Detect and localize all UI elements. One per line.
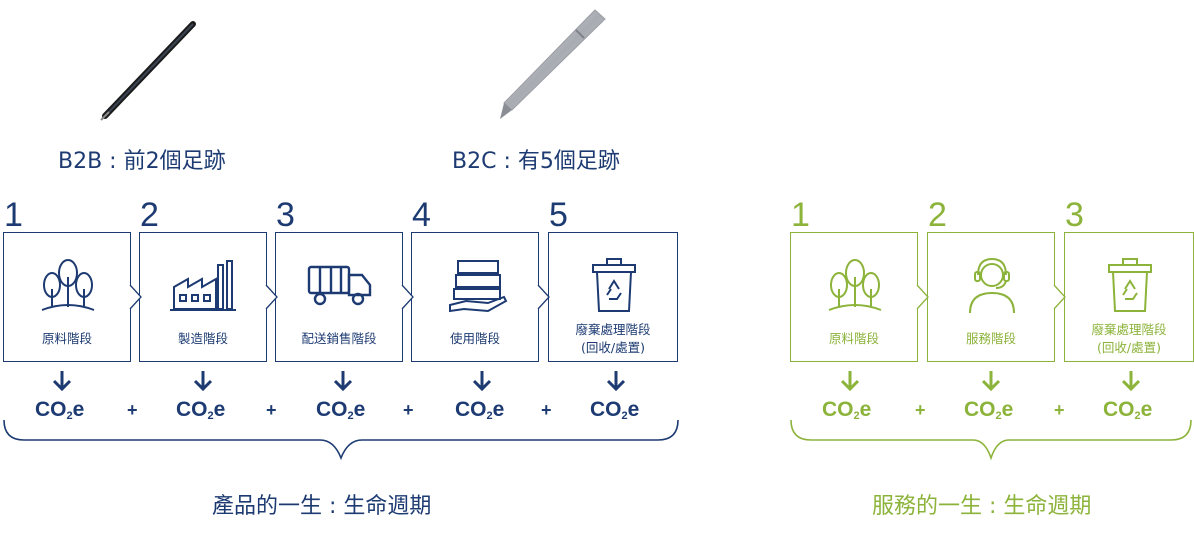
stage-number: 3 (1065, 196, 1084, 234)
down-arrow-icon (606, 371, 626, 392)
chevron-right-icon (916, 284, 929, 310)
stage-number: 2 (928, 196, 947, 234)
stage-label: 廢棄處理階段 (575, 322, 651, 337)
down-arrow-icon (52, 371, 72, 392)
co2e-label: CO2e (316, 398, 366, 422)
co2e-label: CO2e (1103, 398, 1153, 422)
boxes-on-hand-icon (449, 260, 508, 313)
recycle-bin-icon (592, 258, 636, 312)
co2e-label: CO2e (964, 398, 1014, 422)
down-arrow-icon (1121, 371, 1141, 392)
stage-card-raw-material: 原料階段 (3, 232, 131, 362)
chevron-right-icon (401, 284, 414, 310)
stage-label: 使用階段 (449, 331, 500, 346)
plus-sign: + (541, 400, 552, 420)
stage-number: 1 (791, 196, 810, 234)
stage-card-raw-material: 原料階段 (790, 232, 918, 362)
truck-icon (307, 265, 372, 306)
stage-label-sub: (回收/處置) (1097, 340, 1161, 355)
stage-label: 服務階段 (965, 331, 1016, 346)
pen-refill-image (100, 21, 196, 121)
product-brace (3, 419, 679, 461)
stage-card-service: 服務階段 (927, 232, 1055, 362)
trees-icon (41, 259, 95, 311)
stage-number: 5 (549, 196, 568, 234)
plus-sign: + (403, 400, 414, 420)
b2b-label: B2B : 前2個足跡 (58, 149, 226, 174)
down-arrow-icon (193, 371, 213, 392)
down-arrow-icon (472, 371, 492, 392)
b2c-label: B2C : 有5個足跡 (452, 149, 620, 174)
product-footer-title: 產品的一生 : 生命週期 (212, 494, 432, 519)
stage-label: 原料階段 (828, 331, 879, 346)
stage-number: 4 (412, 196, 431, 234)
stage-number: 2 (140, 196, 159, 234)
recycle-bin-icon (1108, 258, 1152, 312)
metal-pen-image (500, 9, 606, 119)
service-footer-title: 服務的一生 : 生命週期 (872, 494, 1092, 519)
stage-card-use: 使用階段 (411, 232, 539, 362)
down-arrow-icon (840, 371, 860, 392)
service-brace (790, 419, 1192, 461)
stage-card-manufacturing: 製造階段 (139, 232, 267, 362)
stage-label: 廢棄處理階段 (1091, 322, 1167, 337)
stage-card-disposal: 廢棄處理階段 (回收/處置) (1064, 232, 1194, 362)
stage-number: 1 (4, 196, 23, 234)
headset-person-icon (969, 257, 1015, 314)
stage-label-sub: (回收/處置) (581, 340, 645, 355)
stage-number: 3 (276, 196, 295, 234)
down-arrow-icon (981, 371, 1001, 392)
stage-label: 配送銷售階段 (301, 331, 377, 346)
factory-icon (170, 260, 236, 311)
down-arrow-icon (333, 371, 353, 392)
chevron-right-icon (1053, 284, 1066, 310)
trees-icon (828, 259, 882, 311)
plus-sign: + (915, 400, 926, 420)
stage-label: 製造階段 (177, 331, 228, 346)
chevron-right-icon (265, 284, 278, 310)
stage-card-disposal: 廢棄處理階段 (回收/處置) (548, 232, 678, 362)
plus-sign: + (1054, 400, 1065, 420)
co2e-label: CO2e (176, 398, 226, 422)
plus-sign: + (127, 400, 138, 420)
stage-label: 原料階段 (41, 331, 92, 346)
chevron-right-icon (129, 284, 142, 310)
co2e-label: CO2e (35, 398, 85, 422)
chevron-right-icon (537, 284, 550, 310)
co2e-label: CO2e (822, 398, 872, 422)
stage-card-distribution: 配送銷售階段 (275, 232, 403, 362)
plus-sign: + (266, 400, 277, 420)
co2e-label: CO2e (590, 398, 640, 422)
co2e-label: CO2e (455, 398, 505, 422)
